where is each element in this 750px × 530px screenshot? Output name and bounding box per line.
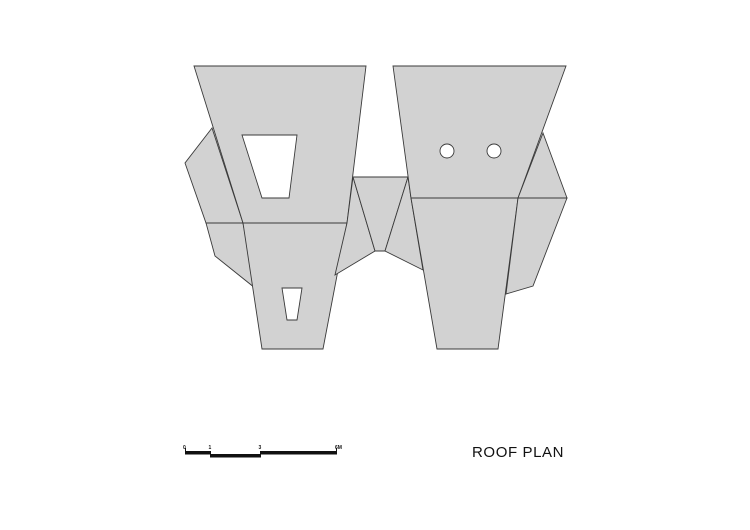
plan-title: ROOF PLAN xyxy=(472,444,565,461)
large-skylight xyxy=(241,134,298,199)
scale-label-6m: 6M xyxy=(335,445,342,451)
scale-bar-tick-3 xyxy=(260,451,261,458)
round-skylight-left xyxy=(439,143,455,159)
scale-bar-segment-3-6 xyxy=(261,451,337,455)
scale-bar-tick-6 xyxy=(336,448,337,455)
small-skylight xyxy=(281,287,303,321)
scale-bar-tick-0 xyxy=(185,448,186,454)
scale-label-1: 1 xyxy=(209,445,212,451)
scale-bar: 0 1 3 6M xyxy=(183,445,342,458)
left-main-lower-face xyxy=(242,222,348,350)
round-skylight-right xyxy=(486,143,502,159)
scale-bar-segment-0-1 xyxy=(185,451,210,455)
scale-bar-segment-1-3 xyxy=(210,454,261,458)
scale-label-0: 0 xyxy=(183,445,186,451)
right-building-roof xyxy=(392,65,568,350)
left-building-roof xyxy=(184,65,376,350)
right-main-lower-face xyxy=(410,197,519,350)
scale-label-3: 3 xyxy=(259,445,262,451)
right-east-lower-face xyxy=(505,197,568,295)
roof-openings xyxy=(241,134,502,321)
scale-bar-tick-1 xyxy=(210,451,211,458)
